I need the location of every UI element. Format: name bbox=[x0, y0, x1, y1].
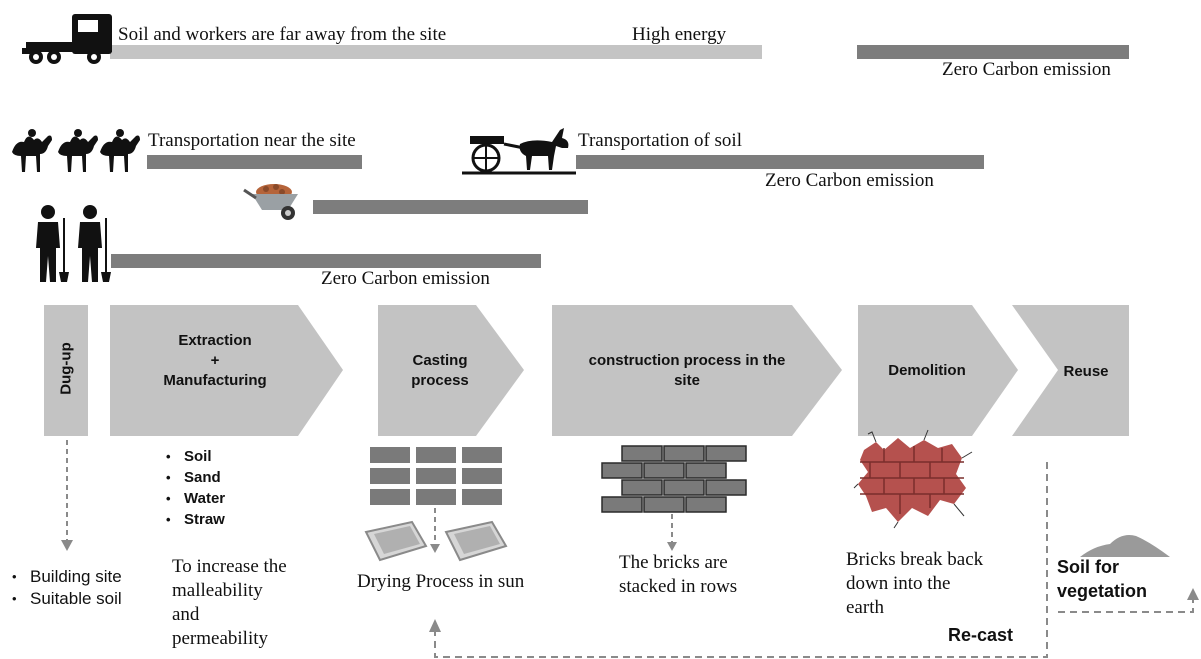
stage-dugup-shape bbox=[44, 305, 88, 436]
ingredient-water: Water bbox=[166, 488, 225, 509]
dugup-item-2: Suitable soil bbox=[12, 588, 122, 610]
break-caption: Bricks break back down into the earth bbox=[846, 549, 984, 618]
stage-extraction-label: Extraction + Manufacturing bbox=[163, 332, 267, 389]
truck-zero-carbon-bar bbox=[857, 45, 1129, 59]
camel-caravan-icon bbox=[12, 129, 140, 172]
dugup-item-1: Building site bbox=[12, 566, 122, 588]
ingredient-sand: Sand bbox=[166, 467, 225, 488]
brick-mold-icon bbox=[364, 520, 508, 562]
casting-down-arrow bbox=[430, 508, 440, 553]
ingredients-list: Soil Sand Water Straw bbox=[166, 446, 225, 530]
stage-demolition-shape bbox=[858, 305, 1018, 436]
stage-reuse-label: Reuse bbox=[1063, 363, 1109, 380]
camel-text: Transportation near the site bbox=[148, 130, 356, 151]
truck-text: Soil and workers are far away from the s… bbox=[118, 24, 447, 45]
high-energy-text: High energy bbox=[632, 24, 727, 45]
donkey-zero-carbon-text: Zero Carbon emission bbox=[765, 170, 934, 191]
stage-construction-label: construction process in the site bbox=[588, 352, 786, 389]
stage-demolition-label: Demolition bbox=[888, 362, 966, 379]
stage-reuse-shape bbox=[1012, 305, 1129, 436]
truck-energy-bar bbox=[110, 45, 762, 59]
workers-with-shovels-icon bbox=[36, 205, 111, 282]
drying-caption: Drying Process in sun bbox=[357, 571, 525, 592]
workers-zero-carbon-text: Zero Carbon emission bbox=[321, 268, 490, 289]
soil-caption: Soil for vegetation bbox=[1057, 557, 1148, 601]
malleability-caption: To increase the malleability and permeab… bbox=[172, 556, 287, 649]
stage-extraction-shape bbox=[110, 305, 343, 436]
broken-brick-wall-icon bbox=[853, 429, 973, 529]
camel-transport-bar bbox=[147, 155, 362, 169]
ingredient-soil: Soil bbox=[166, 446, 225, 467]
truck-zero-carbon-text: Zero Carbon emission bbox=[942, 59, 1111, 80]
stacked-caption: The bricks are stacked in rows bbox=[619, 552, 738, 597]
stage-casting-label: Casting process bbox=[411, 352, 469, 389]
stage-casting-shape bbox=[378, 305, 524, 436]
ingredient-straw: Straw bbox=[166, 509, 225, 530]
wheelbarrow-icon bbox=[243, 184, 298, 220]
dugup-list: Building site Suitable soil bbox=[12, 566, 122, 610]
stage-construction-shape bbox=[552, 305, 842, 436]
workers-bar bbox=[111, 254, 541, 268]
donkey-transport-bar bbox=[576, 155, 984, 169]
truck-icon bbox=[22, 14, 112, 64]
recast-label: Re-cast bbox=[948, 625, 1014, 645]
dugup-down-arrow bbox=[61, 440, 73, 551]
brick-wall-icon bbox=[601, 445, 747, 513]
wheelbarrow-bar bbox=[313, 200, 588, 214]
brick-grid-icon bbox=[370, 447, 502, 505]
soil-pile-icon bbox=[1080, 535, 1170, 557]
construction-down-arrow bbox=[667, 514, 677, 551]
donkey-text: Transportation of soil bbox=[578, 130, 742, 151]
donkey-cart-icon bbox=[462, 128, 576, 175]
